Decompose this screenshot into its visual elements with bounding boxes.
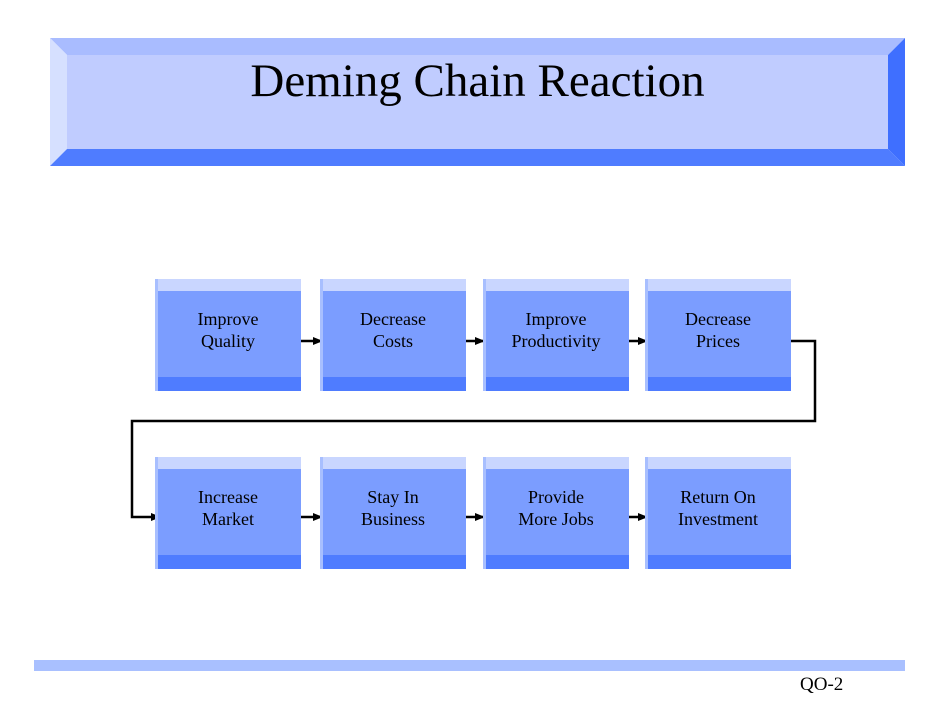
box-bevel [320, 457, 466, 569]
step-label: Return On Investment [678, 487, 758, 529]
step-box-decrease-costs: Decrease Costs [320, 279, 466, 391]
box-bevel [320, 279, 466, 391]
step-label: Decrease Prices [685, 309, 751, 351]
step-box-stay-in-business: Stay In Business [320, 457, 466, 569]
step-box-improve-productivity: Improve Productivity [483, 279, 629, 391]
title-banner: Deming Chain Reaction [50, 38, 905, 166]
step-box-decrease-prices: Decrease Prices [645, 279, 791, 391]
box-bevel [645, 279, 791, 391]
box-bevel [483, 279, 629, 391]
banner-bevel-frame [50, 38, 905, 166]
arrow-prices-to-market [130, 339, 817, 521]
step-box-provide-more-jobs: Provide More Jobs [483, 457, 629, 569]
step-label: Improve Quality [197, 309, 259, 351]
step-label: Improve Productivity [511, 309, 601, 351]
step-box-return-on-investment: Return On Investment [645, 457, 791, 569]
step-box-improve-quality: Improve Quality [155, 279, 301, 391]
page-code: QO-2 [800, 674, 844, 695]
box-bevel [645, 457, 791, 569]
step-label: Increase Market [198, 487, 258, 529]
box-bevel [155, 457, 301, 569]
page-title: Deming Chain Reaction [250, 55, 705, 107]
footer-divider-bar [34, 660, 905, 671]
step-label: Provide More Jobs [518, 487, 594, 529]
box-bevel [155, 279, 301, 391]
step-box-increase-market: Increase Market [155, 457, 301, 569]
box-bevel [483, 457, 629, 569]
step-label: Stay In Business [360, 487, 425, 529]
step-label: Decrease Costs [360, 309, 426, 351]
